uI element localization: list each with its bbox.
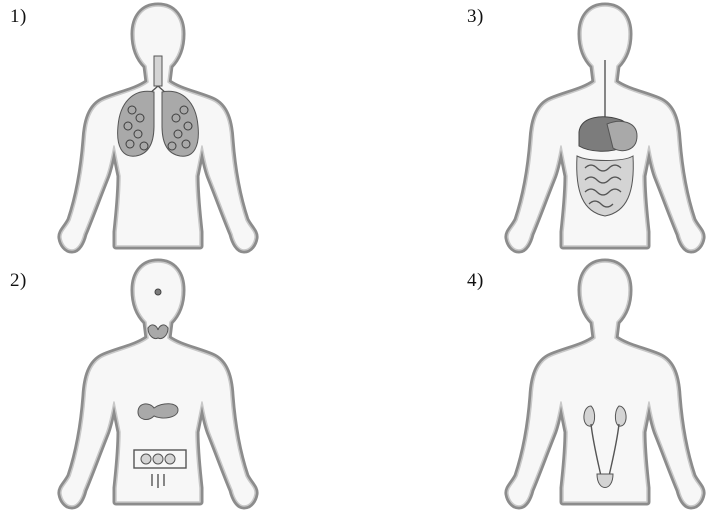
panel-label: 3) <box>467 6 484 28</box>
body-figure <box>58 6 258 250</box>
right-kidney <box>615 406 626 426</box>
panel-label: 1) <box>10 6 27 28</box>
left-kidney <box>584 406 595 426</box>
body-figure <box>58 262 258 506</box>
panel-endocrine: 2) <box>0 256 357 512</box>
panel-respiratory: 1) <box>0 0 357 256</box>
trachea <box>154 56 162 86</box>
pancreas-adrenal <box>138 404 178 420</box>
panel-label: 4) <box>467 270 484 292</box>
panel-urinary: 4) <box>357 256 714 512</box>
body-figure <box>505 6 705 250</box>
respiratory-system-illustration <box>58 6 258 250</box>
body-figure <box>505 262 705 506</box>
urinary-system-illustration <box>505 262 705 506</box>
digestive-system-illustration <box>505 6 705 250</box>
endocrine-system-illustration <box>58 262 258 506</box>
panel-label: 2) <box>10 270 27 292</box>
pituitary-gland <box>155 289 161 295</box>
panel-digestive: 3) <box>357 0 714 256</box>
